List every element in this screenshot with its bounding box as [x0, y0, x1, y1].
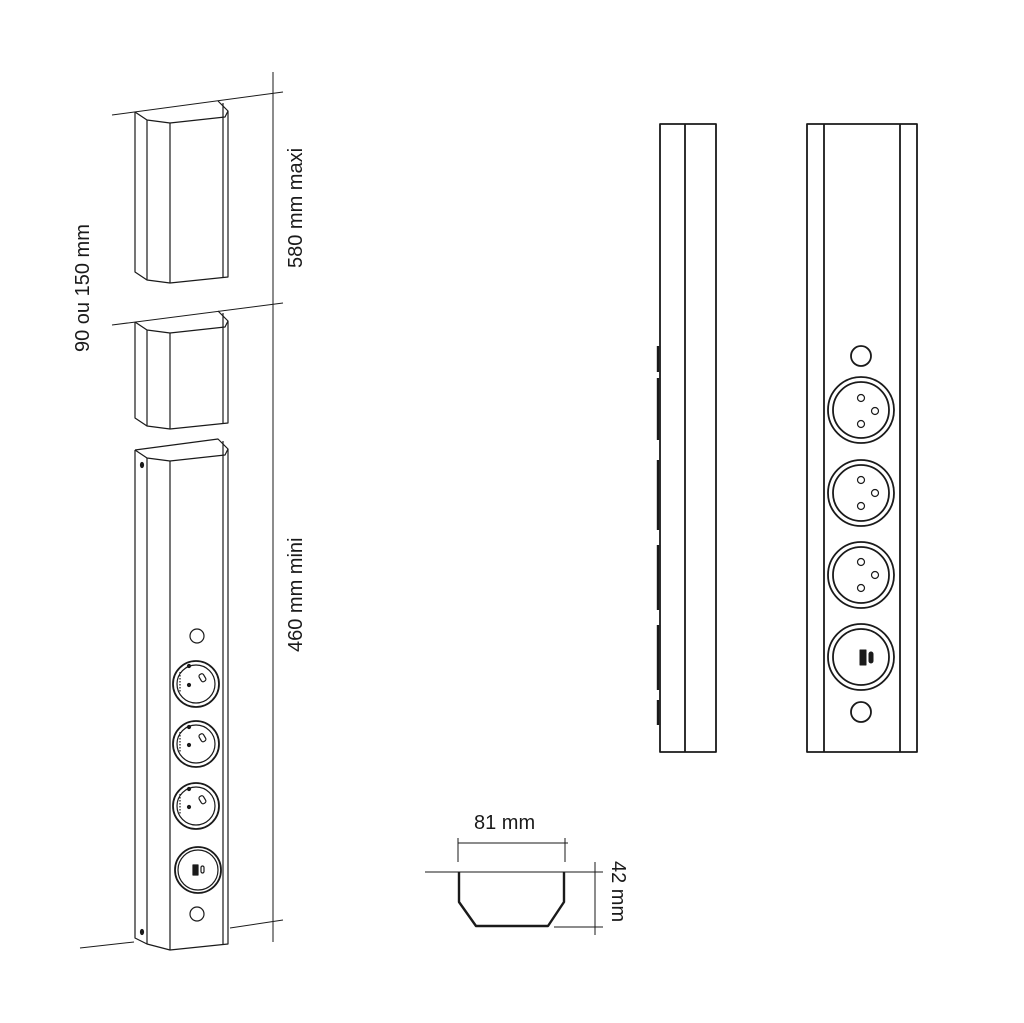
socket-1: [172, 660, 220, 708]
front-usb-charger: [827, 623, 895, 691]
dimension-depth: 42 mm: [607, 861, 629, 923]
front-socket-3: [827, 541, 895, 609]
dimension-min-height: 460 mm mini: [285, 537, 307, 652]
dimension-extension-height: 90 ou 150 mm: [72, 224, 94, 352]
socket-2: [172, 720, 220, 768]
height-dimension-line: [79, 72, 284, 949]
front-view: [806, 123, 918, 753]
usb-charger: [174, 846, 222, 894]
front-socket-2: [827, 459, 895, 527]
dimension-max-height: 580 mm maxi: [285, 147, 307, 268]
column-perspective: [134, 438, 229, 951]
extension-sleeve-middle: [134, 310, 229, 430]
front-socket-1: [827, 376, 895, 444]
side-view: [656, 123, 717, 753]
socket-3: [172, 782, 220, 830]
dimension-width: 81 mm: [474, 812, 536, 834]
section-view: [425, 838, 603, 935]
extension-sleeve-top: [134, 100, 229, 284]
